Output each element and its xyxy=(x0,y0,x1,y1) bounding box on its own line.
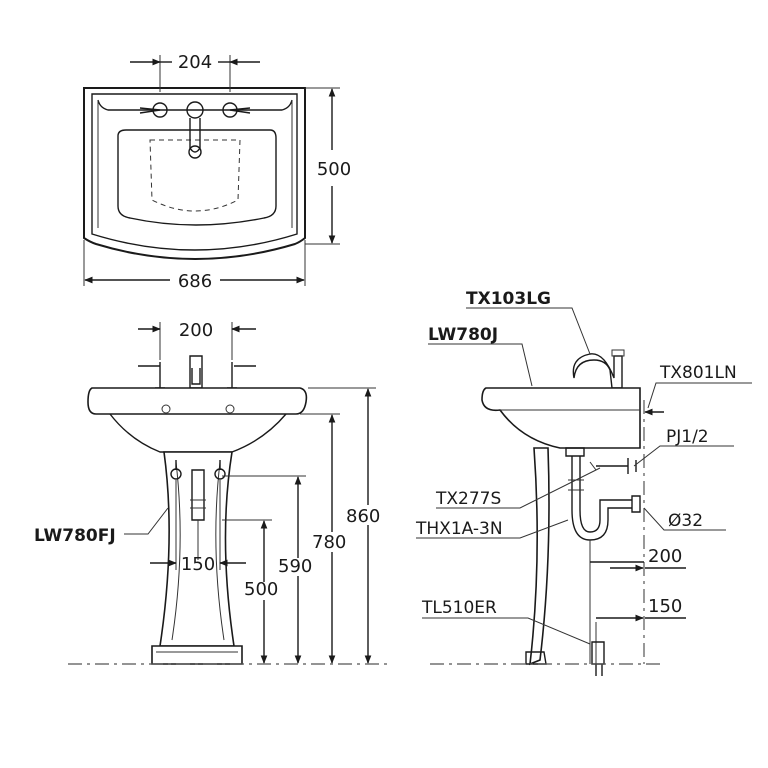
front-pedestal xyxy=(159,451,235,647)
basin-top-outline xyxy=(83,87,306,260)
trap-model-label: TX277S xyxy=(435,489,501,509)
top-faucet-spacing: 204 xyxy=(178,52,212,73)
dim-500: 500 xyxy=(244,579,278,600)
side-dim-200: 200 xyxy=(648,546,682,567)
basin-bowl-outline xyxy=(117,129,277,226)
basin-top-rim-groove xyxy=(97,99,293,111)
top-width: 686 xyxy=(178,271,212,292)
side-basin-outline xyxy=(481,387,641,449)
faucet-model-label: TX103LG xyxy=(466,289,551,309)
top-view: 204 500 686 xyxy=(83,52,351,292)
basin-top-inner-rim xyxy=(91,93,298,251)
front-basin-outline xyxy=(87,387,308,415)
side-pedestal xyxy=(529,447,550,666)
floor-flange-model-label: TL510ER xyxy=(421,598,497,618)
drain-diameter-label: Ø32 xyxy=(668,511,703,531)
side-view: TX103LG LW780J TX801LN PJ1/2 TX277S THX1… xyxy=(415,289,752,676)
front-faucet-spacing: 200 xyxy=(179,320,213,341)
basin-model-label: LW780J xyxy=(428,325,498,345)
front-drain-spacing: 150 xyxy=(181,554,215,575)
top-depth: 500 xyxy=(317,159,351,180)
side-faucet xyxy=(572,353,623,389)
dim-780: 780 xyxy=(312,532,346,553)
pedestal-model-label: LW780FJ xyxy=(34,526,116,546)
pipe-thread-label: PJ1/2 xyxy=(666,427,709,447)
side-dim-150: 150 xyxy=(648,596,682,617)
drain-model-label: THX1A-3N xyxy=(415,519,503,539)
dim-590: 590 xyxy=(278,556,312,577)
supply-model-label: TX801LN xyxy=(659,363,737,383)
front-view: 200 150 LW780FJ xyxy=(34,320,392,665)
dim-860: 860 xyxy=(346,506,380,527)
